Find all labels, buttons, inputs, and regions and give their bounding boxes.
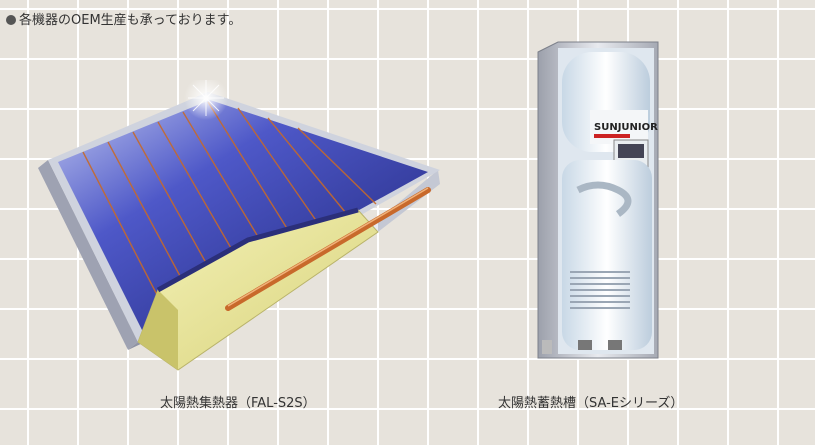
storage-tank-image: SUNJUNIOR (537, 41, 659, 359)
bullet-icon (6, 15, 16, 25)
sunjunior-logo: SUNJUNIOR (594, 122, 658, 133)
storage-tank-caption: 太陽熱蓄熱槽（SA-Eシリーズ） (498, 396, 684, 411)
oem-note: 各機器のOEM生産も承っております。 (6, 9, 241, 28)
solar-collector-image (38, 80, 440, 371)
solar-collector-caption: 太陽熱集熱器（FAL-S2S） (160, 396, 316, 411)
oem-note-text: 各機器のOEM生産も承っております。 (19, 13, 242, 28)
